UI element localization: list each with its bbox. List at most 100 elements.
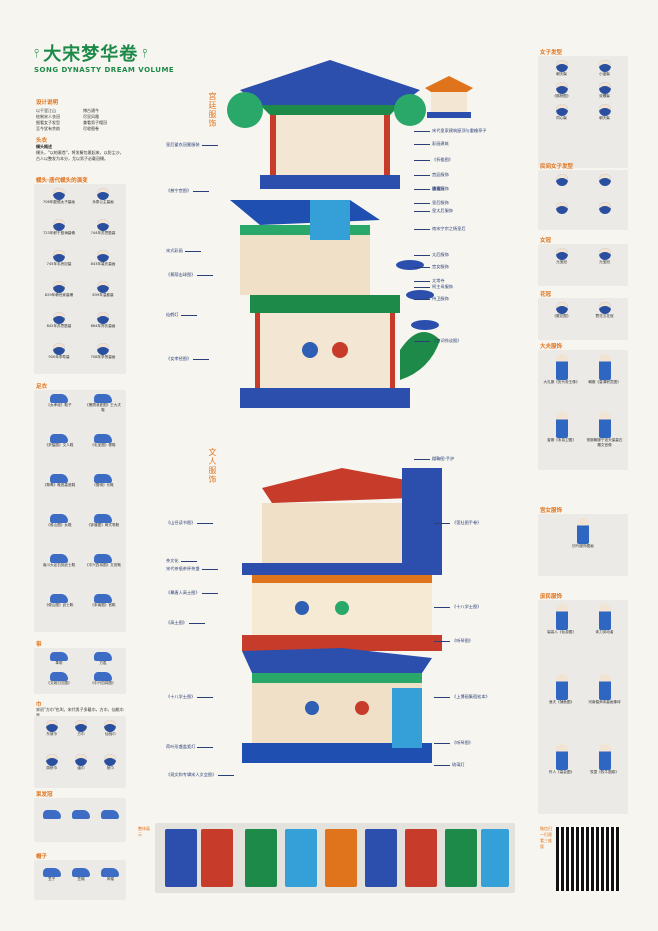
women_hair-item: 双螺髻	[585, 82, 624, 99]
leader-line	[414, 210, 430, 212]
leader-line	[414, 266, 430, 268]
callout-label: 蹴鞠图·手炉	[412, 456, 454, 462]
folk_hair-item	[542, 202, 581, 214]
figure-icon	[598, 104, 611, 116]
belt_panel-item: 革带	[40, 652, 78, 666]
women_hair-item: 朝天髻	[585, 104, 624, 121]
hat-panel: 笠子笠帽风帽	[34, 860, 126, 900]
shoes_panel-item: 《槐荫消夏图》王大夫鞋	[84, 394, 122, 413]
thumbnail[interactable]	[365, 829, 397, 887]
item-label: 风帽	[106, 877, 114, 881]
callout-text: 荷叶形盏盖瓷灯	[166, 744, 196, 749]
shoes_panel-item: 《倦山图》武士靴	[40, 594, 78, 608]
item-icon	[45, 754, 58, 766]
belt-panel: 革带方胜《文姬归汉图》《中兴四将图》	[34, 648, 126, 694]
thumbnail[interactable]	[245, 829, 277, 887]
callout-text: 《听琴图》	[452, 740, 473, 745]
literati-section-title: 文人服饰	[208, 448, 217, 484]
futou_panel-item: 706年懿德太子墓画	[40, 188, 78, 205]
item-label: 864年郑氏墓画	[90, 324, 116, 328]
figure-icon	[555, 248, 568, 260]
leader-line	[188, 622, 205, 624]
leader-line	[414, 174, 430, 176]
figure-icon	[598, 744, 611, 770]
callout-label: 仙鹤灯	[166, 312, 199, 318]
thumbnail[interactable]	[405, 829, 437, 887]
callout-text: 凉帽	[432, 186, 441, 191]
callout-text: 宋代茶瓶茶杯茶盏	[166, 566, 200, 571]
thumbnail[interactable]	[285, 829, 317, 887]
qr-code[interactable]	[556, 827, 620, 891]
leader-line	[434, 606, 450, 608]
item-label: 体力劳动者	[595, 630, 614, 634]
design-note-line: 细看女子发型	[36, 120, 60, 125]
item-label: 常服朝服宁波天保墓石雕文官像	[586, 438, 623, 447]
leader-line	[180, 314, 197, 316]
folk_hair-heading: 民间女子发型	[540, 164, 574, 170]
callout-text: 太常寺	[432, 278, 445, 283]
item-label: 朝天髻	[556, 72, 567, 76]
shoes_panel-item: 《毛圣图》便鞋	[84, 434, 122, 448]
leader-line	[197, 274, 214, 276]
guan_panel-item	[40, 810, 63, 819]
thumbnail[interactable]	[325, 829, 357, 887]
item-icon	[71, 810, 90, 819]
flower_crown-item: 簪花五花冠	[585, 302, 624, 319]
item-icon	[101, 810, 120, 819]
callout-text: 《慈宁宫图》	[166, 188, 192, 193]
figure-icon	[577, 518, 589, 544]
leader-line	[414, 286, 430, 288]
jin_panel-item: 周桥巾	[40, 754, 63, 771]
leader-line	[414, 228, 430, 230]
callout-label: 《高士图》	[166, 620, 207, 626]
commoners-item: 伶人《高会图》	[542, 744, 581, 775]
item-icon	[71, 868, 90, 877]
callout-text: 《折槛图》	[432, 157, 453, 162]
palace-section-title: 宫廷服饰	[208, 92, 217, 128]
item-label: 伶人《高会图》	[548, 770, 575, 774]
qr-label: 微信扫一扫观看三维版	[540, 826, 552, 849]
item-icon	[104, 754, 117, 766]
shoes_panel-item: 南川大足石刻武士靴	[40, 554, 78, 568]
officials-panel: 大礼服《历代帝王像》朝服《皇清职贡图》曾服《宋真卫图》常服朝服宁波天保墓石雕文官…	[538, 350, 628, 470]
callout-label: 荷叶形盏盖瓷灯	[166, 744, 215, 750]
callout-label: 宋式彩画	[166, 248, 203, 254]
callout-label: 宋代茶瓶茶杯茶盏	[166, 566, 220, 572]
item-label: 《倦山图》女鞋	[46, 523, 72, 527]
crown-heading: 女冠	[540, 238, 552, 244]
item-label: 708年李贤墓画	[90, 355, 116, 359]
figure-icon	[598, 82, 611, 94]
design-note-line: 博古通今	[83, 108, 99, 113]
leader-line	[414, 340, 430, 342]
item-label: 方巾	[77, 732, 85, 736]
thumbnail[interactable]	[165, 829, 197, 887]
hat_panel-item: 笠帽	[69, 868, 92, 882]
callout-text: 皇后服饰	[432, 200, 449, 205]
palace_women-item: 历代服饰图画	[542, 518, 624, 549]
item-icon	[53, 250, 65, 262]
item-icon	[97, 343, 109, 355]
folk_hair-panel	[538, 170, 628, 230]
leader-line	[197, 746, 214, 748]
women_hair-item: 小盘髻	[585, 60, 624, 77]
figure-icon	[598, 174, 611, 186]
item-label: 829年韩世家墓俑	[44, 293, 74, 297]
callout-text: 《十八学士图》	[166, 694, 196, 699]
leader-line	[193, 358, 210, 360]
thumbnail[interactable]	[481, 829, 509, 887]
item-icon	[50, 594, 68, 603]
figure-icon	[555, 302, 568, 314]
thumbnail[interactable]	[201, 829, 233, 887]
thumbnail[interactable]	[445, 829, 477, 887]
item-icon	[97, 219, 109, 231]
crown-panel: 元宝冠元宝冠	[538, 244, 628, 286]
palace_women-heading: 宫女服饰	[540, 508, 563, 514]
item-label: 900年李寿墓	[48, 355, 70, 359]
folk_hair-item	[585, 174, 624, 186]
item-label: 南川大足石刻武士靴	[42, 563, 76, 567]
leader-line	[414, 280, 430, 282]
callout-label: 《上博画集宿松本》	[432, 694, 490, 700]
leader-line	[201, 592, 218, 594]
item-icon	[97, 312, 109, 324]
